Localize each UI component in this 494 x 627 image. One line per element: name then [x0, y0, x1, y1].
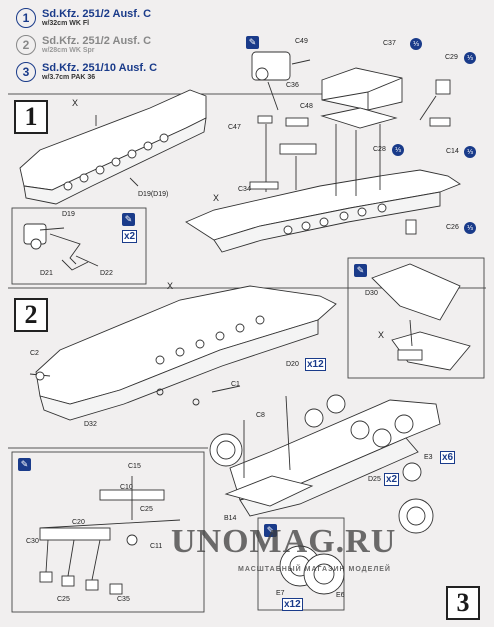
variant-subtitle: w/28cm WK Spr	[42, 47, 95, 54]
variant-number: 1	[16, 8, 36, 28]
variant-2: 2 Sd.Kfz. 251/2 Ausf. C w/28cm WK Spr	[16, 35, 151, 55]
part-label: D25	[368, 476, 381, 483]
part-label: C14	[446, 148, 459, 155]
variant-title: Sd.Kfz. 251/10 Ausf. C	[42, 62, 158, 74]
variant-option-icon: ⅓	[410, 38, 422, 50]
glue-icon: ✎	[18, 458, 31, 471]
cut-mark: X	[167, 281, 174, 291]
variant-subtitle: w/3.7cm PAK 36	[42, 74, 96, 81]
part-label: C28	[373, 146, 386, 153]
quantity-badge: x2	[122, 230, 138, 243]
variant-title: Sd.Kfz. 251/2 Ausf. C	[42, 35, 152, 47]
step-number: 1	[14, 100, 48, 134]
quantity-badge: x6	[440, 451, 456, 464]
cut-mark: X	[72, 98, 79, 108]
variant-number: 2	[16, 35, 36, 55]
part-label: C1	[231, 381, 240, 388]
part-label: C48	[300, 103, 313, 110]
watermark-title: UNOMAG.RU	[171, 523, 397, 560]
step-number: 2	[14, 298, 48, 332]
part-label: D20	[286, 361, 299, 368]
part-label: E6	[336, 592, 345, 599]
part-label: E3	[424, 454, 433, 461]
part-label: C11	[150, 543, 163, 550]
part-label: C49	[295, 38, 308, 45]
glue-icon: ✎	[264, 524, 277, 537]
quantity-badge: x12	[282, 598, 303, 611]
variant-option-icon: ⅓	[392, 144, 404, 156]
part-label: D22	[100, 270, 113, 277]
cut-mark: X	[378, 330, 385, 340]
variant-title: Sd.Kfz. 251/2 Ausf. C	[42, 8, 152, 20]
part-label: C30	[26, 538, 39, 545]
variant-option-icon: ⅓	[464, 52, 476, 64]
variant-subtitle: w/32cm WK Fl	[42, 20, 90, 27]
glue-icon: ✎	[354, 264, 367, 277]
part-label: C8	[256, 412, 265, 419]
part-label: C26	[446, 224, 459, 231]
part-label: C37	[383, 40, 396, 47]
part-label: D19	[62, 211, 75, 218]
part-label: C47	[228, 124, 241, 131]
part-label: B14	[224, 515, 237, 522]
glue-icon: ✎	[246, 36, 259, 49]
part-label: C20	[72, 519, 85, 526]
cut-mark: X	[213, 193, 220, 203]
quantity-badge: x12	[305, 358, 326, 371]
part-label: C36	[286, 82, 299, 89]
variant-option-icon: ⅓	[464, 222, 476, 234]
part-label: C34	[238, 186, 251, 193]
quantity-badge: x2	[384, 473, 400, 486]
part-label: C15	[128, 463, 141, 470]
part-label: D32	[84, 421, 97, 428]
watermark-subtitle: МАСШТАБНЫЙ МАГАЗИН МОДЕЛЕЙ	[238, 566, 391, 573]
part-label: C10	[120, 484, 133, 491]
part-label: D19(D19)	[138, 191, 169, 198]
part-label: C25	[57, 596, 70, 603]
glue-icon: ✎	[122, 213, 135, 226]
part-label: D21	[40, 270, 53, 277]
part-label: C29	[445, 54, 458, 61]
part-label: E7	[276, 590, 285, 597]
variant-1: 1 Sd.Kfz. 251/2 Ausf. C w/32cm WK Fl	[16, 8, 151, 28]
variant-3: 3 Sd.Kfz. 251/10 Ausf. C w/3.7cm PAK 36	[16, 62, 157, 82]
part-label: C2	[30, 350, 39, 357]
step-number: 3	[446, 586, 480, 620]
part-label: C35	[117, 596, 130, 603]
part-label: D30	[365, 290, 378, 297]
variant-number: 3	[16, 62, 36, 82]
variant-option-icon: ⅓	[464, 146, 476, 158]
part-label: C25	[140, 506, 153, 513]
